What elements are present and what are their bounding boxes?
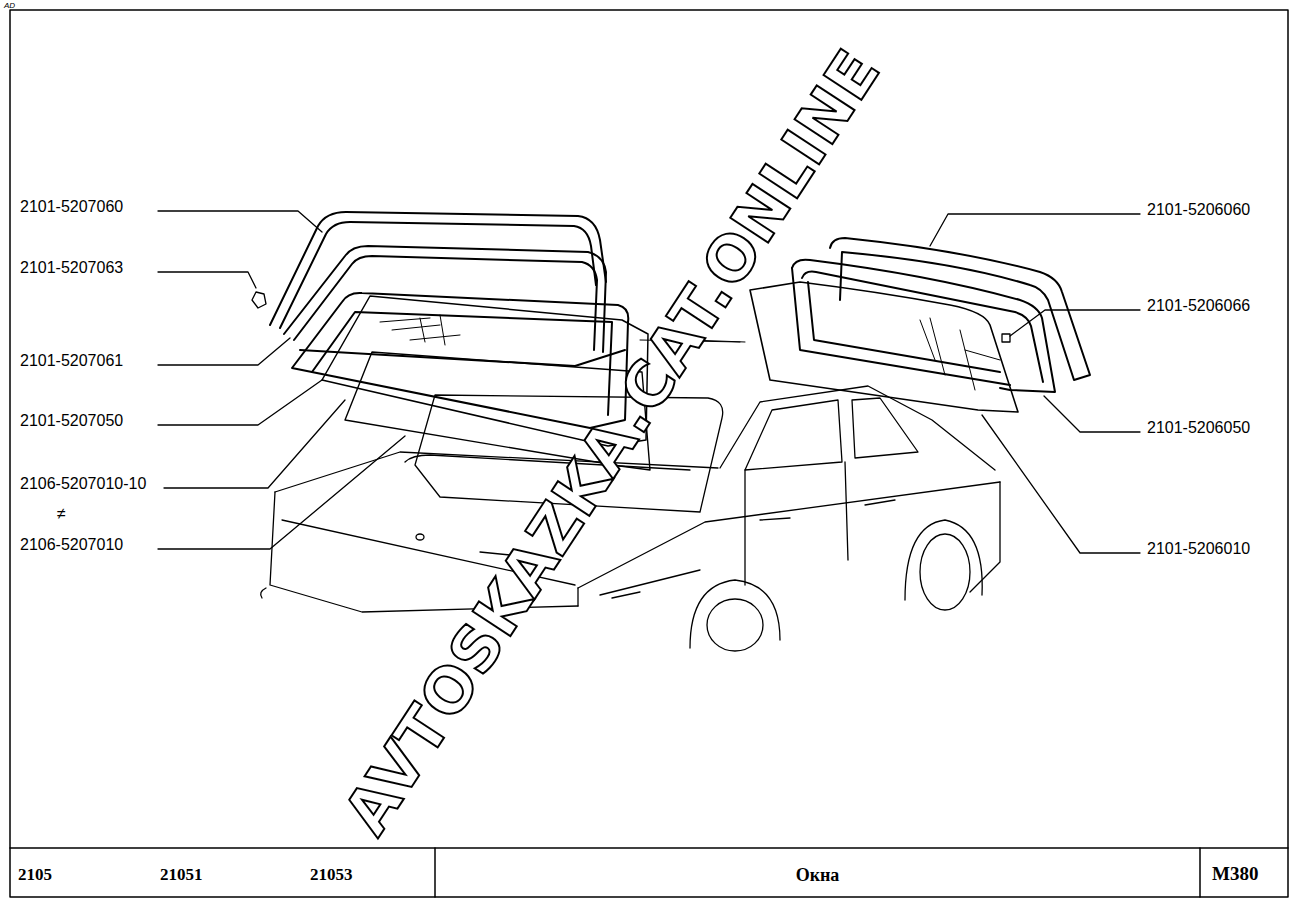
sheet-mark: AD: [4, 2, 15, 10]
part-number: 2106-5207010: [20, 537, 123, 553]
table-rule: [10, 847, 1288, 849]
model-code: 21051: [160, 866, 203, 883]
table-rule: [434, 848, 436, 897]
watermark: AVTOSKAZKA.CAT.ONLINE: [334, 40, 890, 844]
part-number: 2101-5207061: [20, 353, 123, 369]
sheet-title: Окна: [435, 866, 1200, 884]
part-number: 2101-5207063: [20, 260, 123, 276]
model-code: 21053: [310, 866, 353, 883]
sheet-number: M380: [1212, 864, 1258, 883]
frame: [10, 10, 1288, 897]
part-number: 2101-5207050: [20, 413, 123, 429]
part-number: 2106-5207010-10: [20, 476, 146, 492]
model-code: 2105: [18, 866, 52, 883]
part-number: 2101-5206010: [1147, 541, 1250, 557]
part-number: 2101-5206060: [1147, 202, 1250, 218]
part-number: 2101-5206066: [1147, 298, 1250, 314]
table-rule: [1199, 848, 1201, 897]
part-number: 2101-5207060: [20, 199, 123, 215]
part-number: 2101-5206050: [1147, 420, 1250, 436]
not-interchangeable-sign: ≠: [57, 506, 66, 522]
